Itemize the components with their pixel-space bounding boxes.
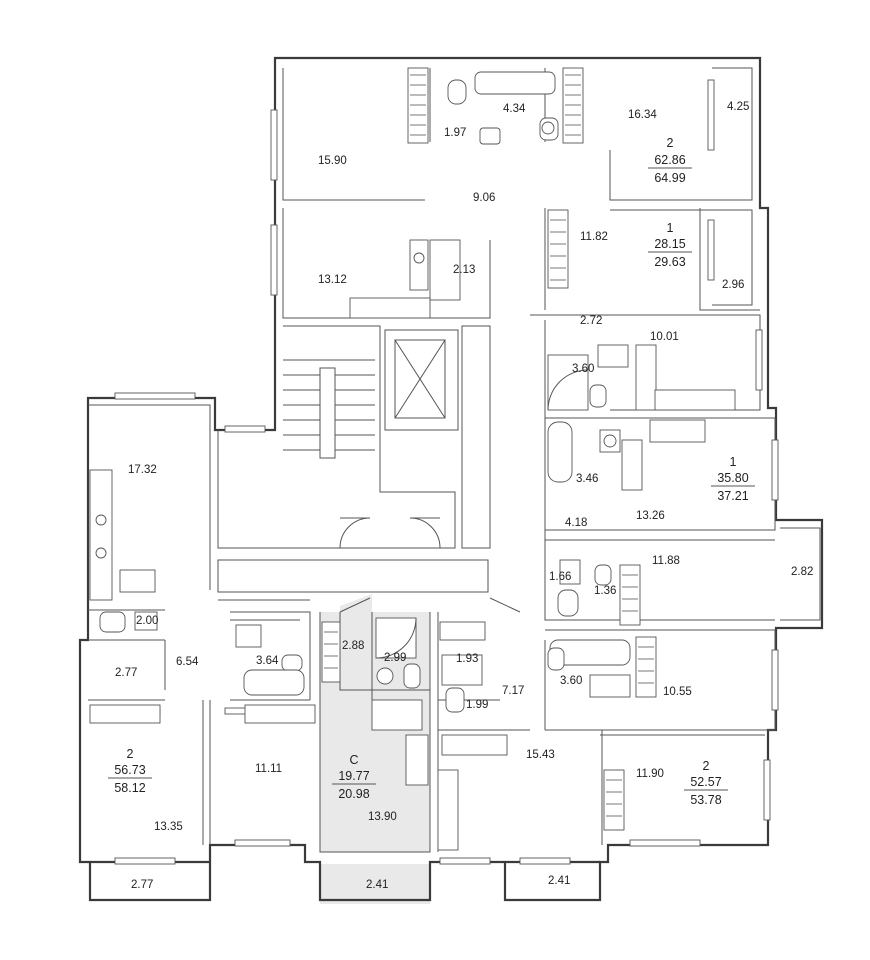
apartment-rooms: 1 — [730, 455, 737, 469]
room-area-label: 15.43 — [526, 749, 555, 761]
room-area-label: 2.82 — [791, 566, 813, 578]
room-area-label: 10.55 — [663, 686, 692, 698]
room-area-label: 2.88 — [342, 640, 364, 652]
apartment-total-area: 29.63 — [654, 255, 685, 269]
apartment-total-area: 58.12 — [114, 781, 145, 795]
apartment-total-area: 64.99 — [654, 171, 685, 185]
apartment-label-a3: 1 35.80 37.21 — [711, 455, 755, 503]
room-area-label: 11.82 — [580, 231, 608, 243]
apartment-label-a1: 2 62.86 64.99 — [648, 136, 692, 185]
room-area-label: 13.12 — [318, 274, 347, 286]
room-area-label: 2.41 — [366, 879, 388, 891]
room-area-label: 4.18 — [565, 517, 587, 529]
room-area-label: 2.00 — [136, 615, 158, 627]
room-area-label: 2.13 — [453, 264, 475, 276]
apartment-living-area: 62.86 — [654, 153, 685, 167]
room-area-label: 13.26 — [636, 510, 665, 522]
room-area-label: 1.36 — [594, 585, 616, 597]
room-area-label: 2.41 — [548, 875, 570, 887]
room-area-label: 2.99 — [384, 652, 406, 664]
room-area-label: 7.17 — [502, 685, 524, 697]
apartment-rooms: 1 — [667, 221, 674, 235]
room-area-label: 13.90 — [368, 811, 397, 823]
room-area-label: 2.96 — [722, 279, 744, 291]
apartment-label-a2: 1 28.15 29.63 — [648, 221, 692, 269]
room-area-label: 3.60 — [560, 675, 582, 687]
apartment-total-area: 37.21 — [717, 489, 748, 503]
apartment-living-area: 35.80 — [717, 471, 748, 485]
room-area-label: 1.97 — [444, 127, 466, 139]
room-area-label: 16.34 — [628, 109, 657, 121]
apartment-rooms: 2 — [703, 759, 710, 773]
room-area-label: 2.77 — [115, 667, 137, 679]
room-area-label: 4.34 — [503, 103, 526, 115]
room-area-label: 11.88 — [652, 555, 680, 567]
room-area-label: 17.32 — [128, 464, 157, 476]
room-area-label: 1.99 — [466, 699, 488, 711]
apartment-label-a5: C 19.77 20.98 — [332, 753, 376, 801]
room-area-label: 1.93 — [456, 653, 478, 665]
room-labels: 15.90 1.97 4.34 16.34 4.25 9.06 13.12 2.… — [115, 101, 813, 891]
apartment-label-a4: 2 56.73 58.12 — [108, 747, 152, 795]
room-area-label: 6.54 — [176, 656, 199, 668]
room-area-label: 13.35 — [154, 821, 183, 833]
room-area-label: 10.01 — [650, 331, 679, 343]
fixtures — [89, 71, 736, 851]
staircase — [283, 359, 375, 459]
apartment-living-area: 28.15 — [654, 237, 685, 251]
room-area-label: 3.60 — [572, 363, 594, 375]
room-area-label: 9.06 — [473, 192, 495, 204]
doors — [339, 517, 521, 613]
apartment-total-area: 20.98 — [338, 787, 369, 801]
apartment-label-a6: 2 52.57 53.78 — [684, 759, 728, 807]
balconies — [712, 67, 821, 621]
apartment-rooms: 2 — [127, 747, 134, 761]
room-area-label: 3.64 — [256, 655, 279, 667]
apartment-living-area: 19.77 — [338, 769, 369, 783]
room-area-label: 4.25 — [727, 101, 749, 113]
apartment-total-area: 53.78 — [690, 793, 721, 807]
room-area-label: 2.72 — [580, 315, 602, 327]
apartment-living-area: 56.73 — [114, 763, 145, 777]
room-area-label: 3.46 — [576, 473, 598, 485]
windows — [99, 79, 779, 865]
radiators — [89, 67, 657, 831]
room-area-label: 2.77 — [131, 879, 153, 891]
apartment-rooms: C — [349, 753, 358, 767]
room-area-label: 11.90 — [636, 768, 664, 780]
room-area-label: 1.66 — [549, 571, 571, 583]
room-area-label: 11.11 — [255, 763, 282, 775]
apartment-rooms: 2 — [667, 136, 674, 150]
apartment-living-area: 52.57 — [690, 775, 721, 789]
apartment-labels: 2 62.86 64.99 1 28.15 29.63 1 35.80 37.2… — [108, 136, 755, 807]
interior-walls — [88, 68, 776, 853]
room-area-label: 15.90 — [318, 155, 347, 167]
